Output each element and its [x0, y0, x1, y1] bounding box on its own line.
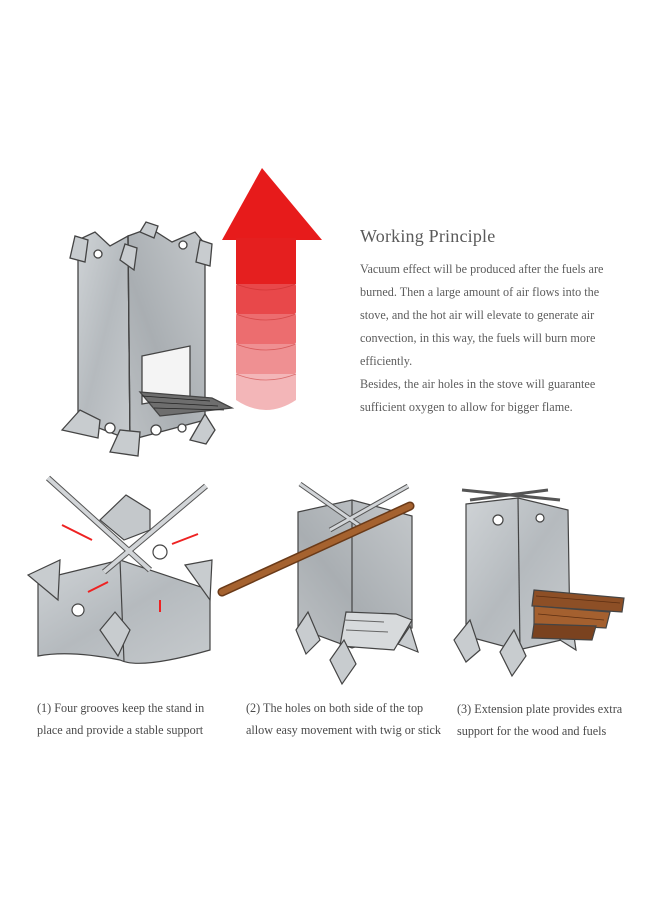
caption-grooves: (1) Four grooves keep the stand in place…	[37, 697, 204, 741]
principle-paragraph-1: Vacuum effect will be produced after the…	[360, 262, 604, 368]
stove-grooves-illustration	[26, 475, 213, 664]
caption-1-line-2: place and provide a stable support	[37, 723, 204, 737]
caption-extension-plate: (3) Extension plate provides extra suppo…	[457, 698, 622, 742]
caption-1-line-1: (1) Four grooves keep the stand in	[37, 701, 205, 715]
airflow-arrow	[222, 168, 322, 410]
caption-2-line-2: allow easy movement with twig or stick	[246, 723, 441, 737]
section-title: Working Principle	[360, 226, 496, 246]
principle-description: Vacuum effect will be produced after the…	[360, 258, 620, 419]
principle-paragraph-2: Besides, the air holes in the stove will…	[360, 377, 596, 414]
caption-3-line-1: (3) Extension plate provides extra	[457, 702, 623, 716]
caption-2-line-1: (2) The holes on both side of the top	[246, 701, 424, 715]
stove-twig-illustration	[217, 481, 419, 686]
caption-3-line-2: support for the wood and fuels	[457, 724, 607, 738]
caption-twig-holes: (2) The holes on both side of the top al…	[246, 697, 441, 741]
stove-body-main	[60, 221, 235, 457]
stove-wood-illustration	[453, 488, 625, 678]
